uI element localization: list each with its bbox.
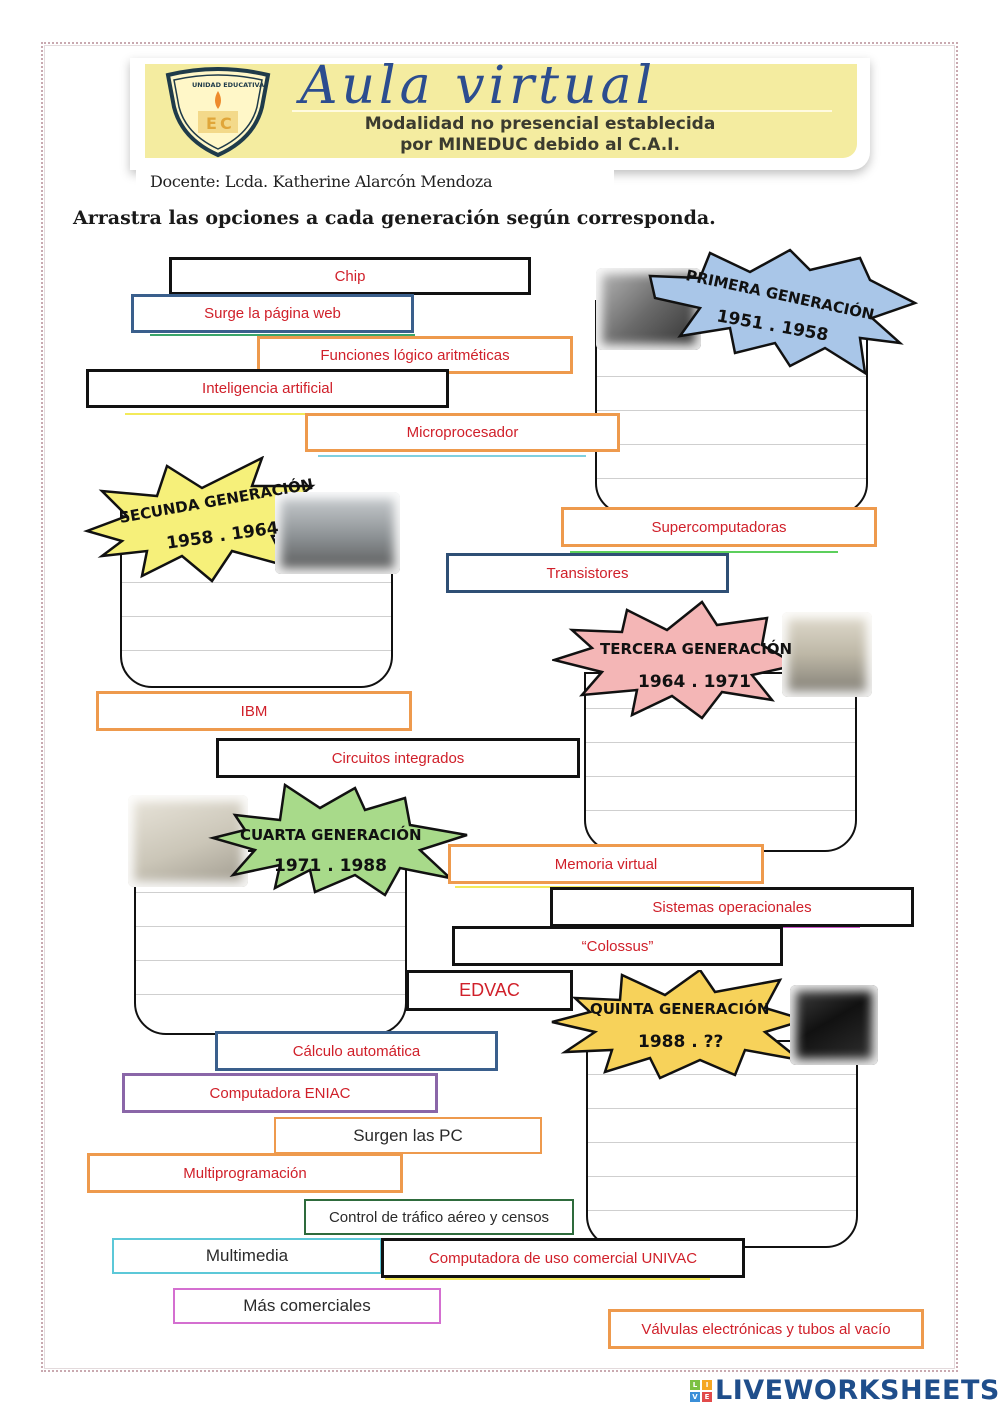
logo-squares-icon: L I V E	[690, 1379, 712, 1402]
gen-years-quinta: 1988 . ??	[638, 1032, 724, 1052]
svg-text:UNIDAD EDUCATIVA: UNIDAD EDUCATIVA	[192, 81, 264, 89]
logo-letter-v: V	[690, 1391, 700, 1402]
ghost-line	[780, 926, 860, 928]
ghost-line	[150, 334, 415, 336]
gen-years-cuarta: 1971 . 1988	[274, 856, 387, 876]
option-valvulas[interactable]: Válvulas electrónicas y tubos al vacío	[608, 1309, 924, 1349]
logo-letter-e: E	[702, 1391, 712, 1402]
option-univac[interactable]: Computadora de uso comercial UNIVAC	[381, 1238, 745, 1278]
page-border-inner	[44, 45, 955, 1369]
option-edvac[interactable]: EDVAC	[406, 970, 573, 1011]
svg-text:C: C	[220, 114, 232, 133]
ghost-line	[385, 1278, 710, 1280]
option-colossus[interactable]: “Colossus”	[452, 926, 783, 966]
ghost-line	[318, 455, 586, 457]
brand-name: LIVEWORKSHEETS	[715, 1375, 999, 1406]
laptop-photo-5	[790, 985, 878, 1065]
ghost-line	[125, 413, 425, 415]
option-ibm[interactable]: IBM	[96, 691, 412, 731]
option-transistores[interactable]: Transistores	[446, 553, 729, 593]
option-chip[interactable]: Chip	[169, 257, 531, 295]
option-microprocesador[interactable]: Microprocesador	[305, 413, 620, 452]
burst-tercera	[552, 600, 801, 720]
option-calculo-automatica[interactable]: Cálculo automática	[215, 1031, 498, 1071]
burst-primera	[648, 248, 919, 376]
gen-title-tercera: TERCERA GENERACIÓN	[600, 640, 793, 658]
teacher-strip	[136, 164, 614, 194]
option-multimedia[interactable]: Multimedia	[112, 1238, 382, 1274]
option-supercomputadoras[interactable]: Supercomputadoras	[561, 507, 877, 547]
option-sistemas-operacionales[interactable]: Sistemas operacionales	[550, 887, 914, 927]
title-underline	[292, 110, 832, 112]
teacher-name: Docente: Lcda. Katherine Alarcón Mendoza	[150, 172, 493, 191]
banner-subtitle-1: Modalidad no presencial establecida	[364, 114, 716, 134]
option-control-trafico[interactable]: Control de tráfico aéreo y censos	[304, 1199, 574, 1235]
option-surge-pagina-web[interactable]: Surge la página web	[131, 294, 414, 333]
option-memoria-virtual[interactable]: Memoria virtual	[448, 844, 764, 884]
burst-cuarta	[208, 782, 468, 897]
option-multiprogramacion[interactable]: Multiprogramación	[87, 1153, 403, 1193]
ghost-line	[570, 551, 838, 553]
school-shield-icon: E C UNIDAD EDUCATIVA	[165, 67, 271, 158]
option-inteligencia-artificial[interactable]: Inteligencia artificial	[86, 369, 449, 408]
option-computadora-eniac[interactable]: Computadora ENIAC	[122, 1073, 438, 1113]
banner-subtitle-2: por MINEDUC debido al C.A.I.	[400, 135, 680, 155]
app-title: Aula virtual	[300, 56, 657, 116]
logo-letter-l: L	[690, 1379, 700, 1390]
burst-quinta	[551, 970, 810, 1080]
option-mas-comerciales[interactable]: Más comerciales	[173, 1288, 441, 1324]
page-border	[41, 42, 958, 1372]
option-circuitos-integrados[interactable]: Circuitos integrados	[216, 738, 580, 778]
gen-title-cuarta: CUARTA GENERACIÓN	[240, 826, 422, 844]
logo-letter-i: I	[702, 1379, 712, 1390]
svg-text:E: E	[206, 114, 217, 133]
computer-photo-2	[275, 492, 400, 574]
gen-title-quinta: QUINTA GENERACIÓN	[590, 1000, 770, 1018]
gen-years-tercera: 1964 . 1971	[638, 672, 751, 692]
option-surgen-las-pc[interactable]: Surgen las PC	[274, 1117, 542, 1154]
computer-photo-3	[782, 612, 872, 697]
liveworksheets-logo: L I V E LIVEWORKSHEETS	[690, 1375, 999, 1406]
instruction-text: Arrastra las opciones a cada generación …	[73, 207, 716, 229]
